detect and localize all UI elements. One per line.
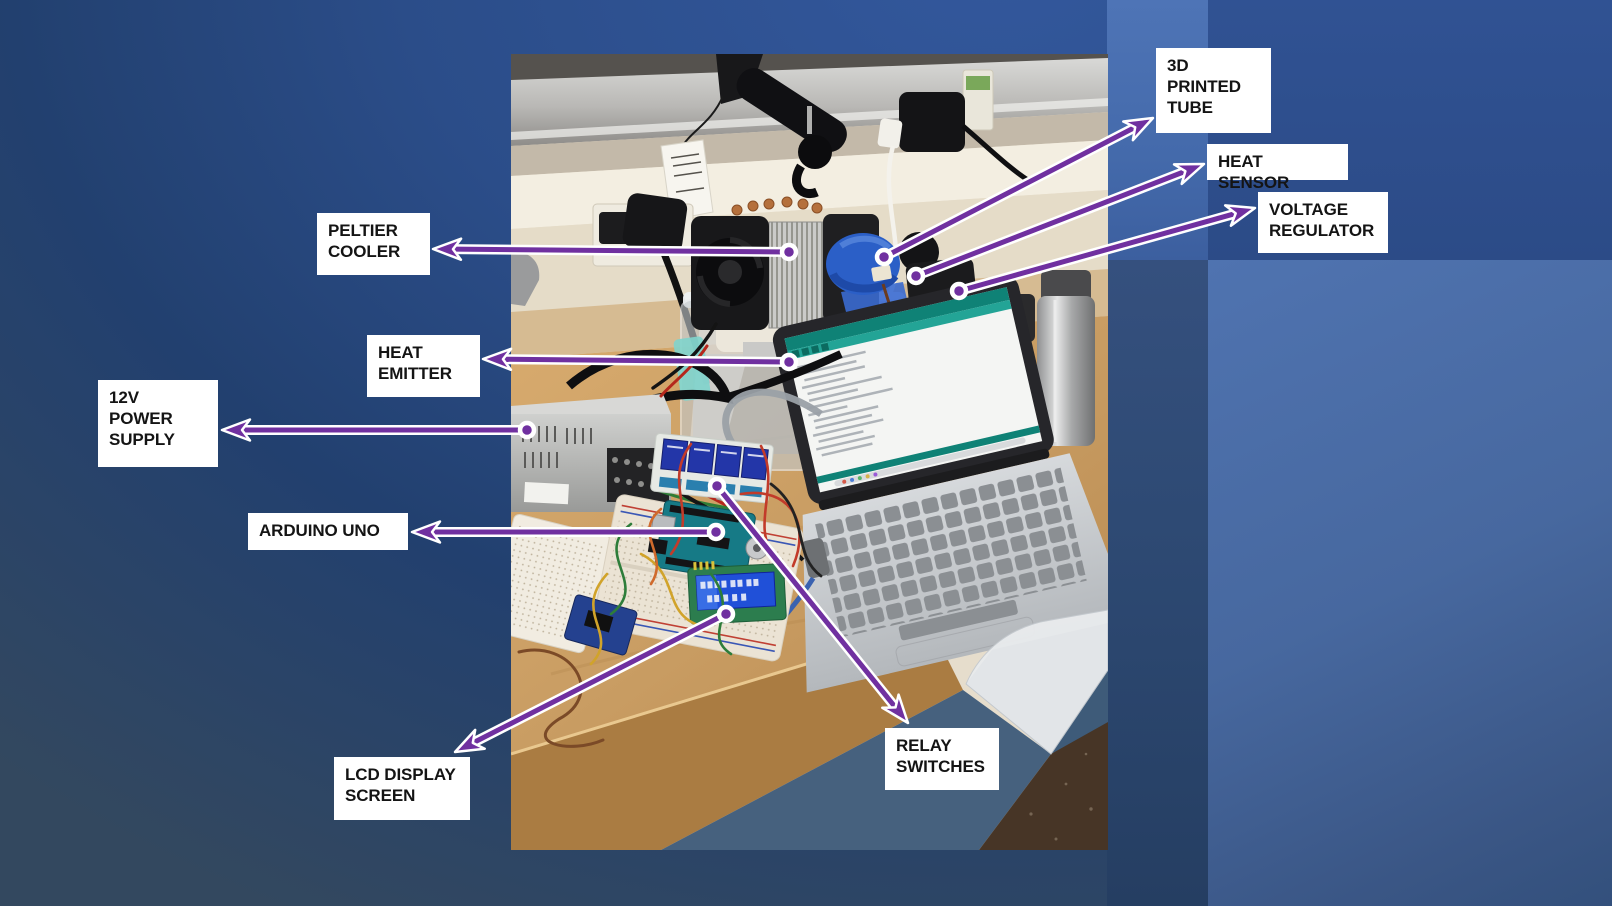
background-right-bottom <box>1208 260 1612 906</box>
label-heat-sensor: HEAT SENSOR <box>1207 144 1348 192</box>
clamp-lamp <box>716 54 847 198</box>
faucet-handle <box>511 250 540 306</box>
workbench-scene <box>511 54 1108 850</box>
workbench-photo <box>511 54 1108 850</box>
floor <box>979 722 1108 850</box>
label-lcd-display-screen: LCD DISPLAY SCREEN <box>334 757 470 820</box>
label-3d-printed-tube: 3D PRINTED TUBE <box>1156 48 1271 133</box>
background-band-bottom <box>1107 260 1208 906</box>
label-peltier-cooler: PELTIER COOLER <box>317 213 430 275</box>
lcd-module <box>687 561 787 625</box>
vent-slots <box>522 426 592 468</box>
heat-sensor-part <box>871 265 892 282</box>
label-voltage-regulator: VOLTAGE REGULATOR <box>1258 192 1388 253</box>
potentiometer <box>745 536 769 560</box>
label-relay-switches: RELAY SWITCHES <box>885 728 999 790</box>
laptop-stand-desk <box>965 609 1108 755</box>
label-12v-power-supply: 12V POWER SUPPLY <box>98 380 218 467</box>
code-lines <box>797 350 893 457</box>
label-arduino-uno: ARDUINO UNO <box>248 513 408 550</box>
label-heat-emitter: HEAT EMITTER <box>367 335 480 397</box>
